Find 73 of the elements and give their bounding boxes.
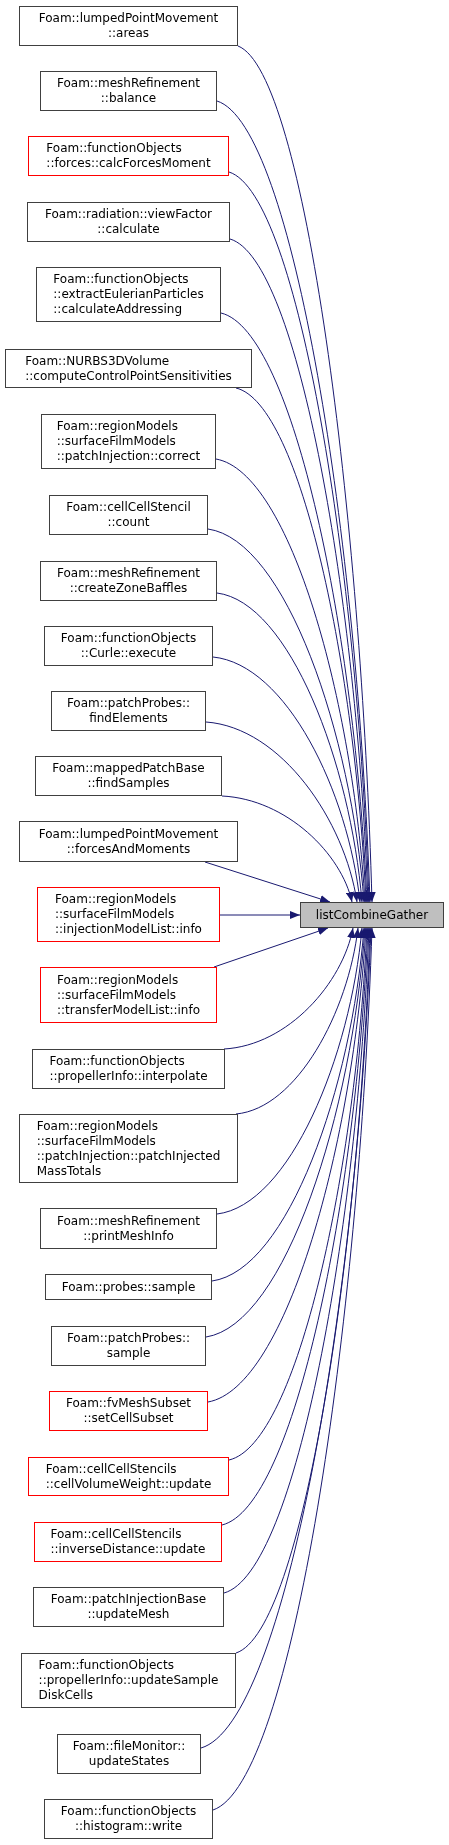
function-name: Foam::regionModels ::surfaceFilmModels ::injectionModelList::info [55, 892, 202, 937]
function-box [51, 1326, 206, 1366]
function-box [41, 414, 216, 469]
function-box [40, 967, 217, 1023]
function-name: Foam::cellCellStencils ::inverseDistance::update [50, 1527, 206, 1557]
arrow [219, 911, 301, 919]
arrow [205, 721, 359, 903]
highlighted-function-box [300, 902, 444, 928]
function-name: Foam::meshRefinement ::createZoneBaffles [57, 566, 200, 596]
function-box [44, 626, 213, 666]
function-box [40, 561, 217, 601]
function-name: Foam::functionObjects ::propellerInfo::interpolate [49, 1054, 208, 1084]
function-name: Foam::functionObjects ::extractEulerianParticles ::calculateAddressing [53, 272, 204, 317]
arrow [216, 100, 374, 903]
function-name: Foam::fileMonitor:: updateStates [72, 1739, 186, 1769]
function-name: Foam::mappedPatchBase ::findSamples [52, 761, 205, 791]
function-box [44, 1799, 213, 1839]
function-name: Foam::meshRefinement ::balance [57, 76, 200, 106]
arrow [212, 656, 363, 903]
arrow [223, 927, 355, 1050]
function-name: Foam::probes::sample [61, 1279, 196, 1295]
function-box [49, 1391, 208, 1431]
function-name: Foam::functionObjects ::propellerInfo::updateSample DiskCells [38, 1658, 219, 1703]
function-name: Foam::functionObjects ::Curle::execute [60, 631, 197, 661]
function-box [49, 495, 208, 535]
function-box [21, 1653, 236, 1708]
arrow [204, 861, 331, 903]
function-name: Foam::meshRefinement ::printMeshInfo [57, 1213, 200, 1244]
function-box [27, 202, 230, 242]
arrow [215, 458, 369, 903]
function-name: Foam::radiation::viewFactor ::calculate [45, 207, 212, 237]
function-name: Foam::regionModels ::surfaceFilmModels ::patchInjection::patchInjected MassTotals [36, 1118, 221, 1179]
function-name: Foam::regionModels ::surfaceFilmModels ::patchInjection::correct [56, 419, 201, 464]
function-box [57, 1734, 201, 1774]
arrow [237, 45, 376, 903]
function-box [51, 691, 206, 731]
function-box [28, 136, 229, 176]
function-box [40, 71, 217, 111]
arrow [235, 927, 361, 1115]
function-name: Foam::regionModels ::surfaceFilmModels ::transferModelList::info [56, 972, 201, 1018]
function-name: Foam::functionObjects ::forces::calcForcesMoment [46, 141, 211, 171]
function-name: Foam::patchProbes:: sample [66, 1331, 191, 1361]
function-name: listCombineGather [315, 907, 429, 923]
arrow [220, 312, 371, 903]
function-name: Foam::patchInjectionBase ::updateMesh [50, 1592, 207, 1622]
function-box [34, 1522, 222, 1562]
function-box [28, 1457, 229, 1496]
arrow [221, 795, 354, 903]
function-name: Foam::fvMeshSubset ::setCellSubset [65, 1396, 191, 1426]
function-name: Foam::cellCellStencils ::cellVolumeWeight::update [45, 1461, 212, 1492]
function-box [19, 1114, 238, 1183]
function-box [36, 267, 221, 322]
arrow [216, 927, 365, 1215]
function-box [19, 6, 238, 46]
function-name: Foam::patchProbes:: findElements [66, 696, 191, 726]
function-box [5, 349, 252, 388]
function-box [33, 1587, 224, 1627]
arrow [235, 387, 370, 903]
arrow [207, 528, 367, 903]
function-box [35, 756, 222, 796]
arrow [216, 592, 365, 903]
function-name: Foam::lumpedPointMovement ::areas [38, 11, 219, 41]
function-box [32, 1049, 225, 1089]
function-name: Foam::functionObjects ::histogram::write [60, 1804, 197, 1834]
arrow [211, 927, 367, 1282]
arrow [213, 927, 329, 968]
function-box [37, 887, 220, 942]
function-name: Foam::cellCellStencil ::count [66, 500, 191, 530]
function-box [45, 1274, 212, 1300]
function-box [19, 821, 238, 862]
function-name: Foam::lumpedPointMovement ::forcesAndMoments [38, 826, 219, 857]
function-box [40, 1208, 217, 1249]
function-name: Foam::NURBS3DVolume ::computeControlPointSensitivities [25, 353, 232, 384]
